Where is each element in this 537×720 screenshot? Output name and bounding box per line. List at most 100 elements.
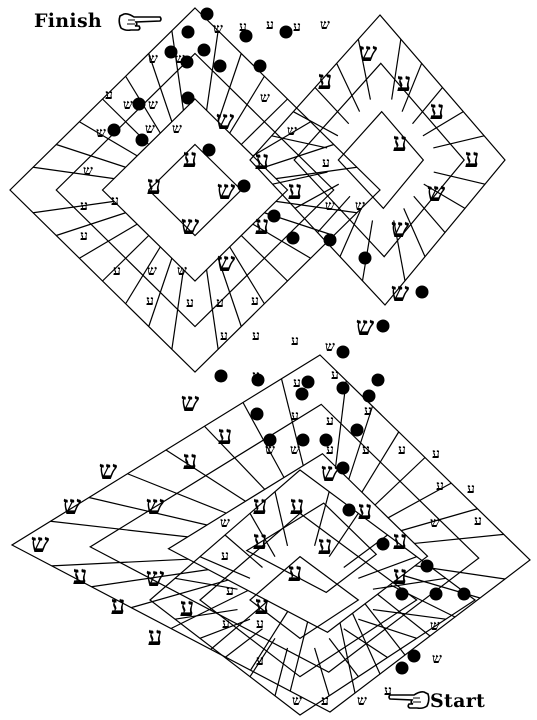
shin-letter: ש	[181, 388, 200, 418]
ayin-letter: ע	[291, 333, 299, 349]
board-token	[302, 376, 315, 389]
ayin-letter: ע	[364, 403, 372, 419]
lower-board-ring	[12, 355, 530, 712]
upper-right-board-ring	[338, 112, 423, 209]
board-token	[264, 434, 277, 447]
ayin-letter: ע	[430, 96, 445, 126]
shin-letter: ש	[391, 278, 410, 308]
board-token	[343, 504, 356, 517]
finish-label: Finish	[34, 10, 102, 32]
board-token	[287, 232, 300, 245]
board-token	[182, 26, 195, 39]
ayin-letter: ע	[146, 293, 154, 309]
ayin-letter: ע	[255, 591, 270, 621]
lower-board-divider	[51, 521, 188, 537]
upper-board-divider	[33, 167, 114, 178]
board-token	[182, 92, 195, 105]
ayin-letter: ע	[80, 228, 88, 244]
upper-right-board-divider	[272, 136, 327, 148]
lower-inner-board-divider	[275, 492, 288, 546]
shin-letter: ש	[83, 163, 93, 179]
ayin-letter: ע	[290, 491, 305, 521]
board-token	[297, 434, 310, 447]
board-token	[430, 588, 443, 601]
shin-letter: ש	[391, 214, 410, 244]
shin-letter: ש	[217, 176, 236, 206]
ayin-letter: ע	[255, 146, 270, 176]
ayin-letter: ע	[326, 413, 334, 429]
board-token	[198, 44, 211, 57]
shin-letter: ש	[260, 90, 270, 106]
ayin-letter: ע	[113, 263, 121, 279]
upper-board-divider	[79, 224, 137, 258]
board-token	[252, 374, 265, 387]
board-token	[337, 346, 350, 359]
ayin-letter: ע	[467, 481, 475, 497]
ayin-letter: ע	[220, 328, 228, 344]
ayin-letter: ע	[183, 144, 198, 174]
upper-board-divider	[79, 122, 137, 156]
shin-letter: ש	[320, 17, 330, 33]
ayin-letter: ע	[253, 491, 268, 521]
board-token	[320, 434, 333, 447]
board-token	[359, 252, 372, 265]
ayin-letter: ע	[293, 19, 301, 35]
board-token	[408, 650, 421, 663]
board-token	[351, 424, 364, 437]
board-token	[280, 26, 293, 39]
ayin-letter: ע	[331, 367, 339, 383]
shin-letter: ש	[123, 97, 133, 113]
ayin-letter: ע	[398, 442, 406, 458]
shin-letter: ש	[292, 693, 302, 709]
ayin-letter: ע	[393, 526, 408, 556]
shin-letter: ש	[430, 515, 440, 531]
ayin-letter: ע	[321, 693, 329, 709]
board-token	[337, 462, 350, 475]
board-token	[421, 560, 434, 573]
shin-letter: ש	[31, 529, 50, 559]
ayin-letter: ע	[147, 171, 162, 201]
ayin-letter: ע	[216, 295, 224, 311]
ayin-letter: ע	[253, 526, 268, 556]
ayin-letter: ע	[186, 295, 194, 311]
lower-inner-board-divider	[358, 619, 416, 638]
lower-inner-board-divider	[329, 513, 358, 556]
shin-letter: ש	[99, 456, 118, 486]
board-token	[416, 286, 429, 299]
ayin-letter: ע	[266, 17, 274, 33]
ayin-letter: ע	[180, 593, 195, 623]
board-token	[396, 588, 409, 601]
shin-letter: ש	[357, 693, 367, 709]
shin-letter: ש	[321, 458, 340, 488]
board-token	[215, 370, 228, 383]
shin-letter: ש	[356, 312, 375, 342]
upper-right-board-divider	[337, 63, 360, 111]
shin-letter: ש	[172, 121, 182, 137]
ayin-letter: ע	[318, 66, 333, 96]
ayin-letter: ע	[358, 496, 373, 526]
shin-letter: ש	[355, 198, 365, 214]
board-token	[396, 662, 409, 675]
shin-letter: ש	[63, 491, 82, 521]
ayin-letter: ע	[288, 558, 303, 588]
shin-letter: ש	[148, 97, 158, 113]
ayin-letter: ע	[111, 193, 119, 209]
ayin-letter: ע	[318, 531, 333, 561]
ayin-letter: ע	[105, 87, 113, 103]
shin-letter: ש	[96, 125, 106, 141]
board-token	[324, 234, 337, 247]
board-token	[108, 124, 121, 137]
shin-letter: ש	[220, 515, 230, 531]
ayin-letter: ע	[255, 211, 270, 241]
ayin-letter: ע	[73, 561, 88, 591]
shin-letter: ש	[359, 38, 378, 68]
shin-letter: ש	[430, 618, 440, 634]
ayin-letter: ע	[148, 622, 163, 652]
board-token	[268, 210, 281, 223]
board-token	[133, 98, 146, 111]
ayin-letter: ע	[222, 616, 230, 632]
shin-letter: ש	[145, 121, 155, 137]
shin-letter: ש	[148, 51, 158, 67]
shin-letter: ש	[217, 248, 236, 278]
